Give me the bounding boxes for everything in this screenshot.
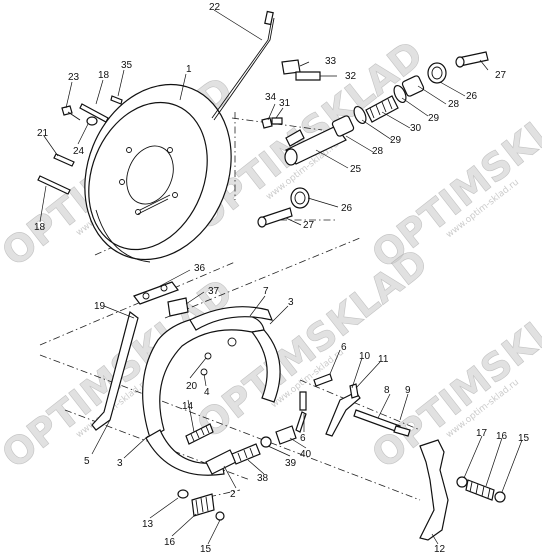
label-34: 34 [265, 92, 277, 103]
shoe-part-7 [189, 306, 273, 331]
cap-part-31 [271, 117, 283, 125]
label-14: 14 [182, 401, 194, 412]
label-3-right: 3 [288, 297, 294, 308]
label-1: 1 [186, 64, 192, 75]
label-26-top: 26 [466, 91, 478, 102]
label-24: 24 [73, 146, 85, 157]
pin-part-35 [110, 95, 123, 105]
label-30: 30 [410, 123, 422, 134]
label-21: 21 [37, 128, 49, 139]
label-29-bottom: 29 [390, 135, 402, 146]
label-33: 33 [325, 56, 337, 67]
seal-part-29-a [353, 105, 367, 125]
label-32: 32 [345, 71, 357, 82]
label-2: 2 [230, 489, 236, 500]
fitting-part-32 [295, 71, 321, 81]
label-18-top: 18 [98, 70, 110, 81]
label-27-top: 27 [495, 70, 507, 81]
washer-part-24 [86, 116, 98, 126]
washer-part-13 [177, 489, 189, 499]
label-11: 11 [378, 354, 389, 365]
label-5: 5 [84, 456, 90, 467]
pin-part-18-bottom [37, 175, 71, 195]
left-fasteners [37, 95, 123, 195]
spring-part-16-left [191, 493, 215, 517]
lower-springs [177, 373, 411, 521]
label-6-top: 6 [341, 342, 347, 353]
label-19: 19 [94, 301, 106, 312]
label-39: 39 [285, 458, 297, 469]
pin-part-18-top [79, 103, 109, 123]
screw-part-34 [261, 117, 273, 129]
label-20: 20 [186, 381, 198, 392]
piston-part-28-a [331, 115, 355, 137]
label-28-bottom: 28 [372, 146, 384, 157]
label-15-right: 15 [518, 433, 530, 444]
nut-part-9 [393, 425, 411, 437]
brake-shoe-part-3 [142, 306, 281, 476]
adjuster-part-37 [167, 297, 189, 317]
wheel-cylinder-group [257, 51, 489, 228]
spring-part-6-top [313, 373, 333, 387]
label-10: 10 [359, 351, 371, 362]
lever-part-12 [419, 439, 506, 541]
spring-part-16-right [465, 479, 495, 501]
label-6-bottom: 6 [300, 433, 306, 444]
label-18-bottom: 18 [34, 222, 46, 233]
piston-part-28-b [401, 75, 425, 97]
label-16-left: 16 [164, 537, 176, 548]
boot-part-26-top [427, 62, 447, 84]
label-37: 37 [208, 286, 220, 297]
label-4: 4 [204, 387, 210, 398]
washer-part-15-right [494, 491, 506, 503]
label-15-left: 15 [200, 544, 212, 555]
label-29-top: 29 [428, 113, 440, 124]
label-23: 23 [68, 72, 80, 83]
spring-part-30 [365, 95, 399, 123]
brake-drum-part-1 [84, 83, 232, 263]
label-31: 31 [279, 98, 291, 109]
label-9: 9 [405, 385, 411, 396]
part-number-labels: 22 1 33 32 23 18 35 24 21 18 34 31 25 28… [34, 2, 530, 555]
label-28-top: 28 [448, 99, 460, 110]
label-16-right: 16 [496, 431, 508, 442]
label-13: 13 [142, 519, 154, 530]
label-22: 22 [209, 2, 221, 13]
label-7: 7 [263, 286, 269, 297]
label-36: 36 [194, 263, 206, 274]
label-26-bottom: 26 [341, 203, 353, 214]
clip-part-21 [53, 153, 75, 167]
washer-part-15-left [215, 511, 225, 521]
cable-part-22 [211, 10, 275, 121]
label-27-bottom: 27 [303, 220, 315, 231]
label-40: 40 [300, 449, 312, 460]
pin-part-20 [204, 352, 212, 360]
label-12: 12 [434, 544, 446, 555]
ring-part-39 [260, 436, 272, 448]
seal-part-29-b [393, 84, 407, 104]
plug-part-40 [275, 425, 297, 445]
label-25: 25 [350, 164, 362, 175]
spring-part-38 [231, 443, 261, 465]
label-3-left: 3 [117, 458, 123, 469]
label-35: 35 [121, 60, 133, 71]
pin-part-11 [349, 383, 359, 399]
label-17: 17 [476, 428, 488, 439]
washer-part-17 [456, 476, 468, 488]
upper-small-parts [133, 281, 189, 317]
label-8: 8 [384, 385, 390, 396]
leader-lines [39, 9, 523, 545]
label-38: 38 [257, 473, 269, 484]
boot-part-26-bottom [290, 187, 310, 209]
lever-part-5 [91, 310, 139, 431]
spring-part-6-bottom [295, 411, 307, 433]
